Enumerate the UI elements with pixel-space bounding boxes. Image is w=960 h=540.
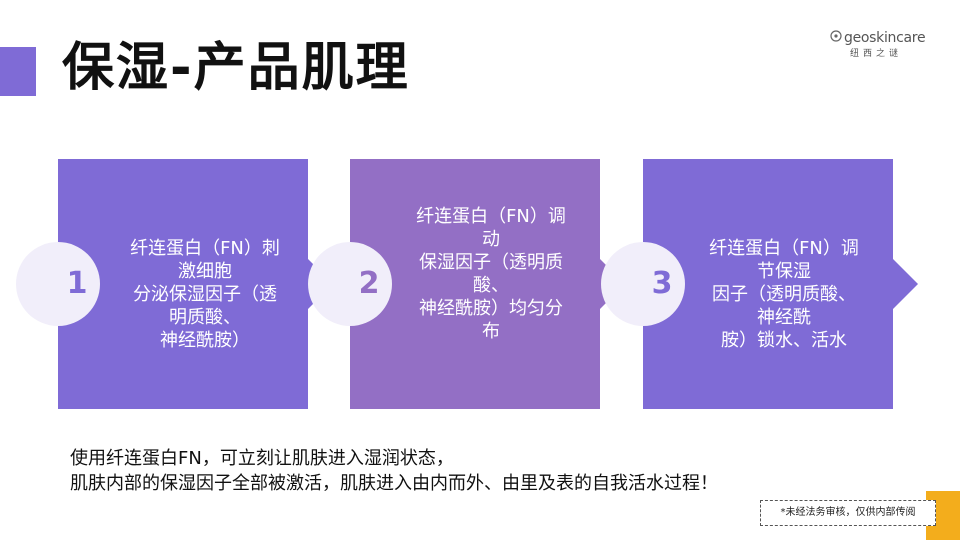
step-text-line: 纤连蛋白（FN）调: [416, 206, 566, 227]
step-number: 1: [66, 266, 88, 301]
step-number: 3: [651, 266, 673, 301]
step-text-line: 明质酸、: [168, 306, 241, 328]
step-number-circle: [601, 242, 685, 326]
step-text-line: 纤连蛋白（FN）刺: [130, 237, 280, 259]
page-title: 保湿-产品肌理: [62, 38, 410, 98]
logo-wordmark: geoskincare: [844, 30, 926, 46]
step-text-line: 分泌保湿因子（透: [132, 283, 277, 305]
title-accent-bar: [0, 47, 36, 96]
step-text: 纤连蛋白（FN）调 节保湿 因子（透明质酸、 神经酰 胺）锁水、活水: [695, 199, 873, 389]
step-card-3: 3 纤连蛋白（FN）调 节保湿 因子（透明质酸、 神经酰 胺）锁水、活水: [601, 159, 918, 409]
step-text-line: 胺）锁水、活水: [720, 329, 847, 351]
step-text-line: 神经酰胺）: [159, 329, 250, 351]
brand-logo: geoskincare 纽西之谜: [830, 26, 930, 66]
step-text-line: 纤连蛋白（FN）调: [709, 237, 859, 259]
step-arrow-icon: [893, 259, 918, 309]
step-text-line: 因子（透明质酸、: [711, 283, 856, 305]
step-text-line: 神经酰: [756, 306, 811, 328]
step-number-circle: [308, 242, 392, 326]
step-text-line: 神经酰胺）均匀分: [418, 298, 563, 319]
step-number: 2: [358, 266, 380, 301]
step-number-circle: [16, 242, 100, 326]
step-text-line: 保湿因子（透明质: [418, 252, 563, 273]
step-text-line: 酸、: [472, 275, 509, 296]
molecule-icon: [830, 30, 842, 42]
step-text-line: 布: [481, 321, 500, 342]
step-text-line: 动: [481, 229, 500, 250]
step-card-2: 2 纤连蛋白（FN）调 动 保湿因子（透明质 酸、 神经酰胺）均匀分 布: [308, 159, 625, 409]
summary-line: 肌肤内部的保湿因子全部被激活，肌肤进入由内而外、由里及表的自我活水过程！: [70, 473, 718, 494]
logo-subtitle: 纽西之谜: [850, 49, 903, 59]
summary-text: 使用纤连蛋白FN，可立刻让肌肤进入湿润状态， 肌肤内部的保湿因子全部被激活，肌肤…: [70, 446, 718, 496]
step-card-1: 1 纤连蛋白（FN）刺 激细胞 分泌保湿因子（透 明质酸、 神经酰胺）: [16, 159, 333, 409]
step-text: 纤连蛋白（FN）刺 激细胞 分泌保湿因子（透 明质酸、 神经酰胺）: [110, 199, 300, 389]
step-text-line: 激细胞: [177, 260, 232, 282]
legal-notice: *未经法务审核，仅供内部传阅: [760, 500, 936, 526]
step-text-line: 节保湿: [756, 260, 811, 282]
step-text: 纤连蛋白（FN）调 动 保湿因子（透明质 酸、 神经酰胺）均匀分 布: [402, 179, 580, 369]
summary-line: 使用纤连蛋白FN，可立刻让肌肤进入湿润状态，: [70, 448, 454, 469]
